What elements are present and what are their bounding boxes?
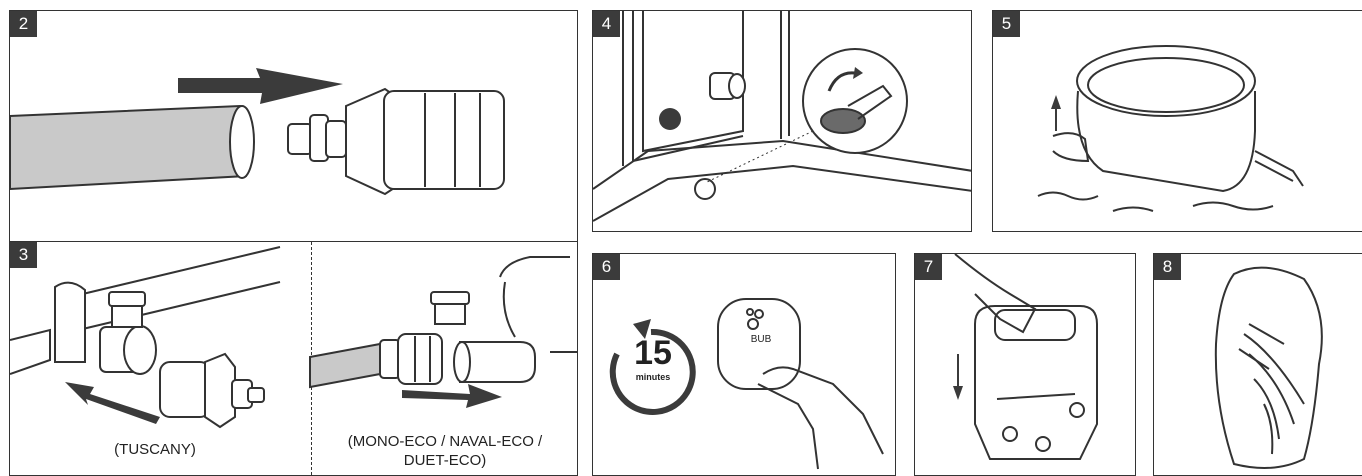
push-arrow xyxy=(178,68,343,104)
panel-7: 7 xyxy=(914,253,1136,476)
panel-6: 6 15 minutes BUB xyxy=(592,253,896,476)
wipe-cloth-illustration xyxy=(1154,254,1362,476)
connector xyxy=(288,89,504,194)
panel-2: 2 xyxy=(9,10,578,242)
timer-unit: minutes xyxy=(628,372,678,382)
caption-eco-line1: (MONO-ECO / NAVAL-ECO / xyxy=(315,432,575,451)
lift-spa-illustration xyxy=(993,11,1362,232)
hose-connector-illustration xyxy=(10,11,578,242)
pull-arrow xyxy=(65,382,160,424)
bubble-button-label: BUB xyxy=(741,334,781,346)
step-badge: 6 xyxy=(593,254,620,280)
panel-8: 8 xyxy=(1153,253,1362,476)
push-arrow-right xyxy=(402,384,502,408)
step-badge: 3 xyxy=(10,242,37,268)
caption-eco-line2: DUET-ECO) xyxy=(315,451,575,470)
caption-tuscany: (TUSCANY) xyxy=(85,440,225,459)
step-badge: 4 xyxy=(593,11,620,37)
panel-4: 4 xyxy=(592,10,972,232)
press-arrow xyxy=(953,354,963,400)
panel-3: 3 xyxy=(9,241,578,476)
lift-arrow xyxy=(1051,95,1061,131)
pump-press-illustration xyxy=(915,254,1136,476)
timer-value: 15 xyxy=(628,334,678,372)
panel-5: 5 xyxy=(992,10,1362,232)
step-badge: 7 xyxy=(915,254,942,280)
wall-pipe xyxy=(10,330,50,374)
step-badge: 8 xyxy=(1154,254,1181,280)
drain-plug-illustration xyxy=(593,11,972,232)
step-badge: 5 xyxy=(993,11,1020,37)
grille xyxy=(659,108,681,130)
step-badge: 2 xyxy=(10,11,37,37)
hose xyxy=(10,106,251,189)
